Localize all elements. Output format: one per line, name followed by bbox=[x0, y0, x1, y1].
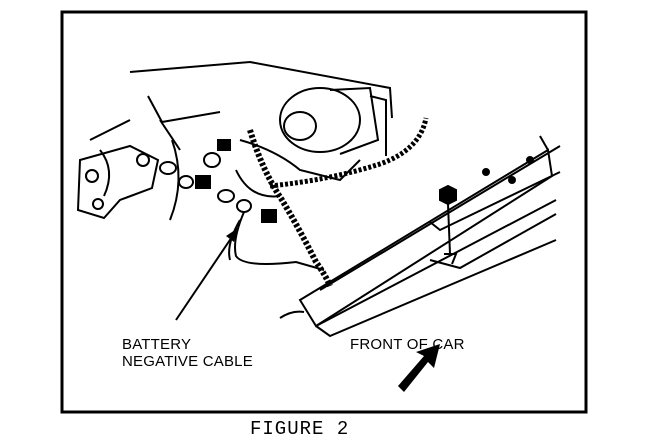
engine-block bbox=[89, 60, 393, 221]
leader-arrowhead bbox=[226, 228, 238, 242]
figure-frame bbox=[60, 10, 588, 414]
mounting-bracket bbox=[76, 144, 160, 220]
front-of-car-label: FRONT OF CAR bbox=[350, 336, 465, 353]
front-arrow-icon bbox=[398, 344, 440, 392]
rail-bolt bbox=[439, 184, 458, 265]
battery-label-line-2: NEGATIVE CABLE bbox=[122, 353, 253, 370]
cable-harness bbox=[247, 117, 429, 288]
frame-rail bbox=[279, 135, 561, 338]
battery-negative-cable-label: BATTERY NEGATIVE CABLE bbox=[122, 336, 253, 370]
starter-motor bbox=[235, 86, 387, 198]
figure-caption: FIGURE 2 bbox=[250, 418, 350, 440]
battery-label-line-1: BATTERY bbox=[122, 336, 192, 353]
fasteners bbox=[159, 139, 277, 223]
leader-line bbox=[175, 227, 239, 321]
